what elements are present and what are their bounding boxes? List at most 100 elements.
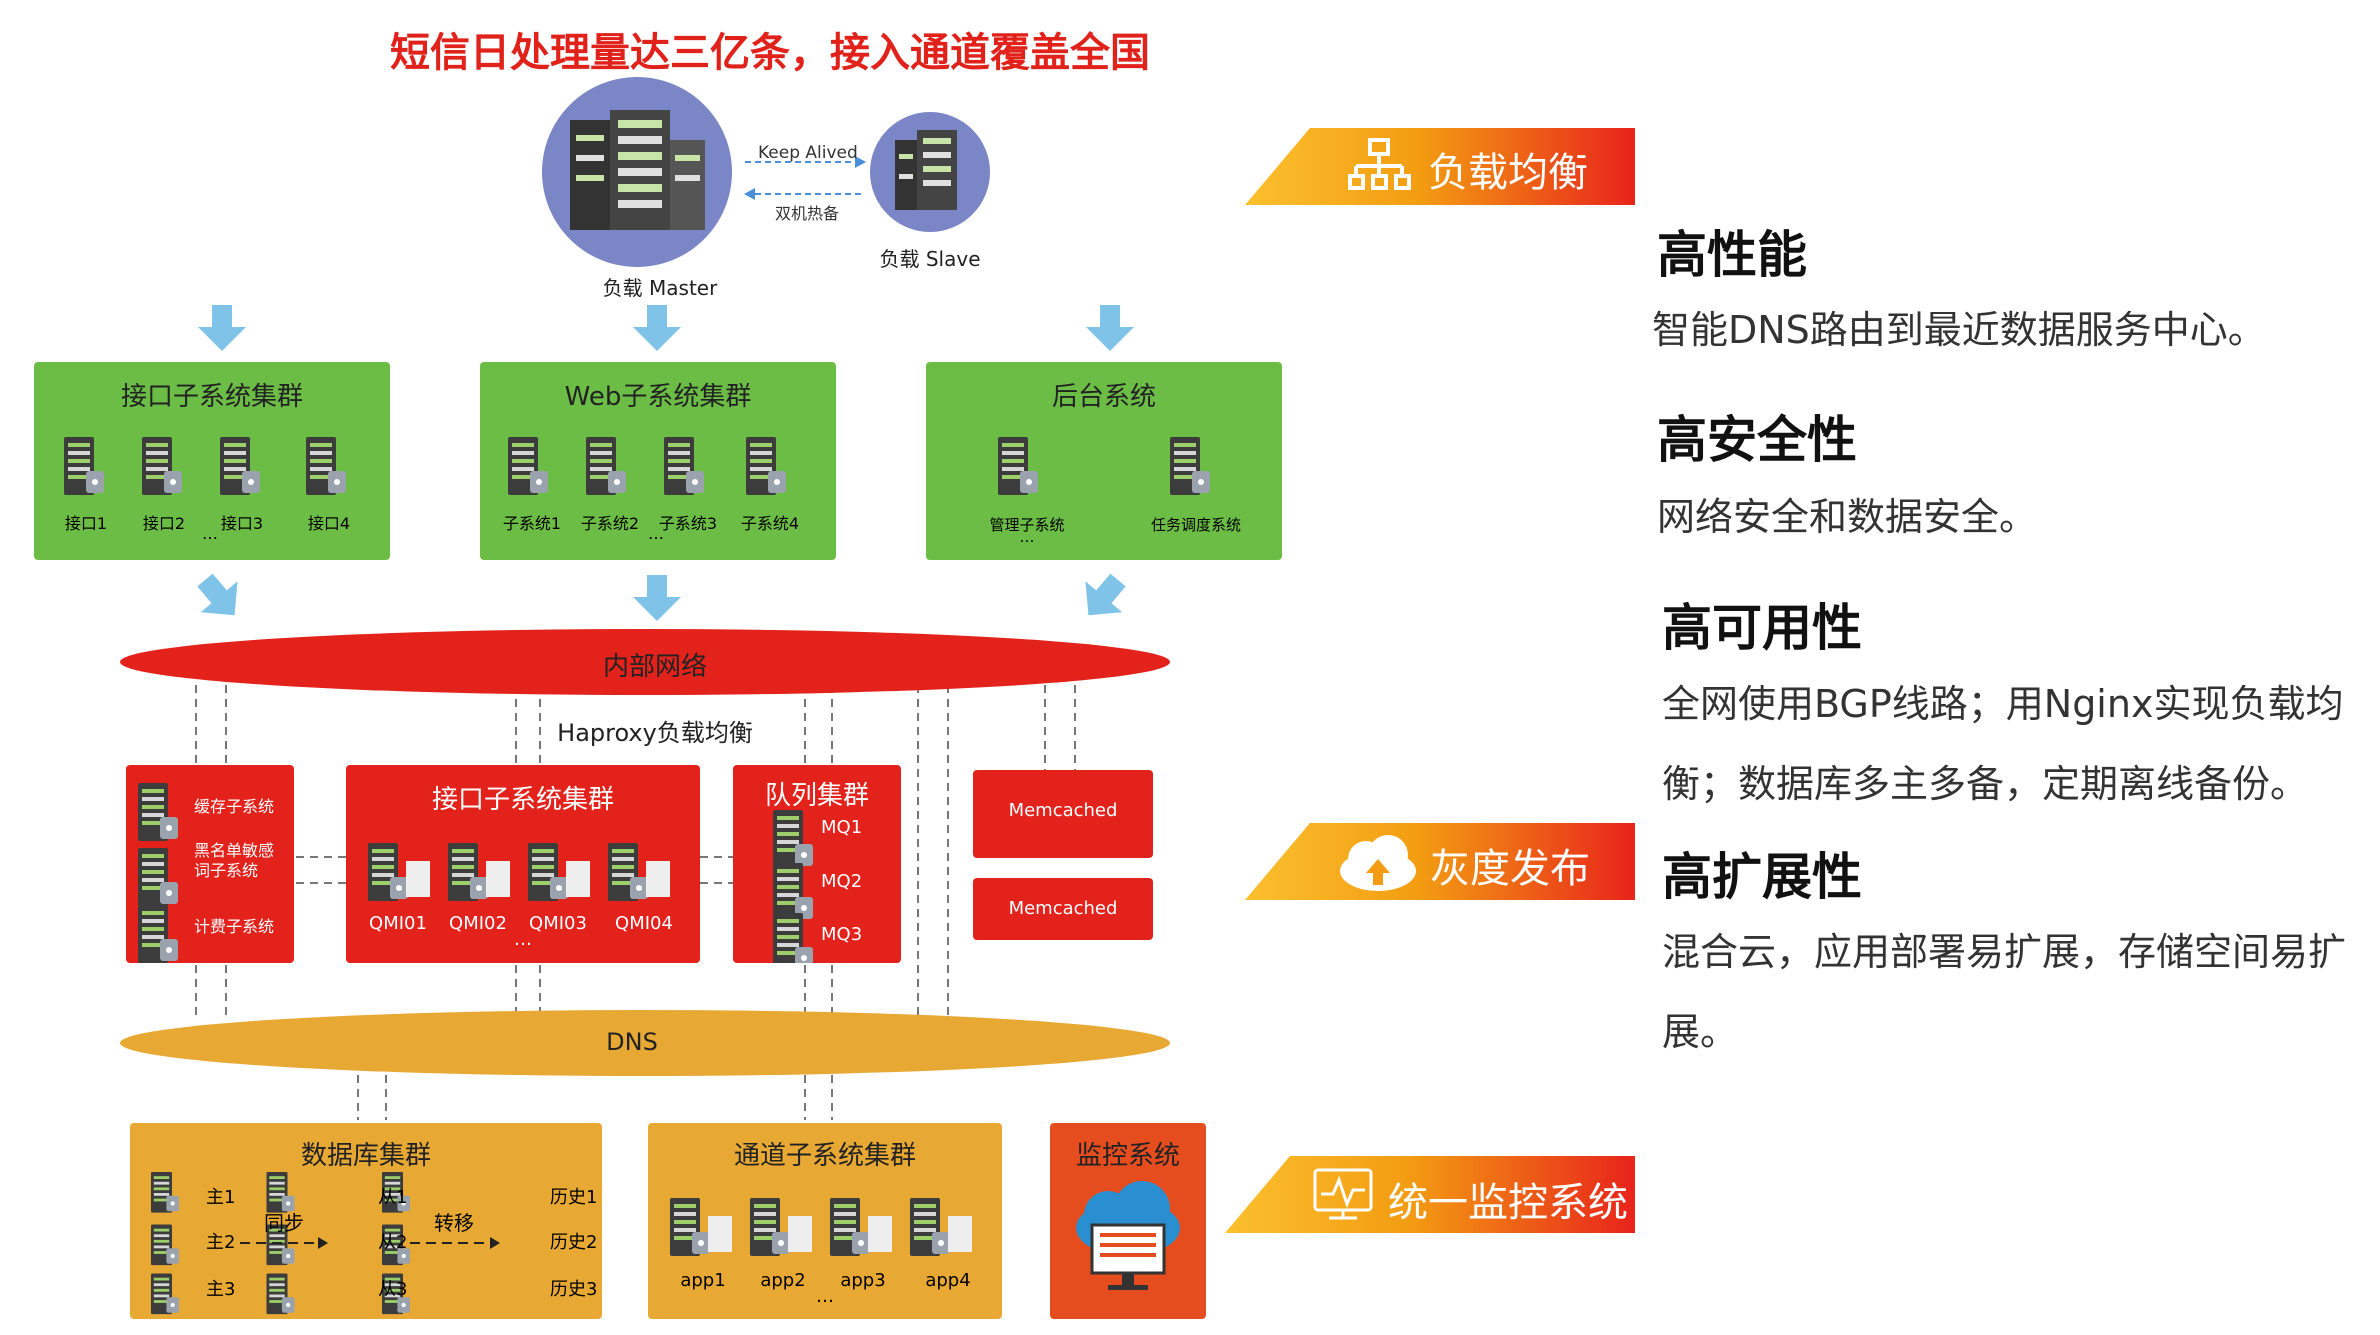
box-title: 数据库集群 (300, 1141, 432, 1171)
item-label: 主3 (206, 1279, 236, 1300)
arrow-diagonal-icon (1070, 564, 1137, 631)
sync-label: 同步 (264, 1211, 304, 1235)
interface-cluster-box: 接口子系统集群 接口1 接口2 接口3 接口4 … (34, 362, 390, 560)
item-label: 历史1 (550, 1187, 598, 1208)
item-label: 黑名单敏感 词子系统 (194, 841, 275, 880)
banner-load-balance (1245, 128, 1635, 205)
network-tree-icon (1348, 138, 1411, 190)
master-server-icon (570, 110, 705, 230)
banner-gray-release (1245, 823, 1635, 900)
item-label: 历史2 (550, 1232, 598, 1253)
item-label: 子系统2 (580, 514, 640, 533)
database-cluster-box: 数据库集群 主1 主2 主3 从1 从2 从3 历史1 历史2 历史3 同步 转… (130, 1123, 602, 1319)
arrow-down-icon (198, 305, 246, 351)
item-label: 子系统1 (502, 514, 562, 533)
slave-server-icon (895, 130, 957, 210)
item-label: QMI02 (449, 913, 507, 934)
feature-heading: 高扩展性 (1662, 848, 1862, 906)
item-label: QMI01 (369, 913, 427, 934)
arrow-down-icon (633, 305, 681, 351)
box-title: 通道子系统集群 (733, 1141, 917, 1171)
more-indicator: … (648, 524, 664, 543)
more-indicator: … (202, 524, 218, 543)
item-label: app4 (925, 1270, 971, 1291)
dns-label: DNS (606, 1028, 658, 1056)
queue-cluster-box: 队列集群 MQ1 MQ2 MQ3 (733, 765, 901, 963)
item-label: 接口4 (307, 514, 351, 533)
more-indicator: … (816, 1286, 834, 1307)
item-label: app3 (840, 1270, 886, 1291)
monitoring-system-box: 监控系统 (1050, 1123, 1206, 1319)
cloud-monitor-icon (1076, 1181, 1180, 1290)
box-title: 队列集群 (764, 781, 870, 811)
hot-standby-label: 双机热备 (775, 204, 840, 223)
box-title: 接口子系统集群 (431, 785, 615, 815)
item-label: app2 (760, 1270, 806, 1291)
haproxy-label: Haproxy负载均衡 (551, 713, 759, 748)
item-label: 管理子系统 (989, 516, 1065, 534)
support-systems-box: 缓存子系统 黑名单敏感 词子系统 计费子系统 (126, 765, 294, 963)
backend-system-box: 后台系统 管理子系统 任务调度系统 … (926, 362, 1282, 560)
item-label: QMI03 (529, 913, 587, 934)
web-cluster-box: Web子系统集群 子系统1 子系统2 子系统3 子系统4 … (480, 362, 836, 560)
item-label: 接口3 (220, 514, 264, 533)
monitor-pulse-icon (1313, 1168, 1373, 1220)
banner-label: 统一监控系统 (1388, 1180, 1628, 1226)
item-label: app1 (680, 1270, 726, 1291)
keep-alived-label: Keep Alived (758, 143, 858, 163)
dns-ellipse (120, 1010, 1170, 1076)
dashed-connectors (195, 685, 1076, 1120)
feature-text: 网络安全和数据安全。 (1657, 495, 2038, 539)
db-server-icons (151, 1172, 500, 1315)
box-title: 监控系统 (1075, 1141, 1181, 1171)
item-label: 计费子系统 (194, 917, 275, 936)
interface-cluster-2-box: 接口子系统集群 QMI01 QMI02 QMI03 QMI04 … (346, 765, 700, 963)
internal-network-ellipse (120, 629, 1170, 695)
memcached-label: Memcached (1008, 800, 1118, 821)
item-label: MQ1 (821, 817, 863, 838)
item-label: 从1 (378, 1187, 408, 1208)
feature-text: 智能DNS路由到最近数据服务中心。 (1652, 308, 2266, 352)
feature-text: 全网使用BGP线路；用Nginx实现负载均衡；数据库多主多备，定期离线备份。 (1662, 682, 2344, 806)
banner-label: 负载均衡 (1428, 150, 1588, 196)
server-group-icon (773, 810, 813, 963)
memcached-box: Memcached (973, 878, 1153, 940)
arrow-down-icon (633, 575, 681, 621)
arrow-diagonal-icon (186, 564, 253, 631)
diagram-title: 短信日处理量达三亿条，接入通道覆盖全国 (390, 30, 1150, 76)
more-indicator: … (1019, 528, 1035, 546)
banner-monitoring (1225, 1156, 1635, 1233)
feature-heading: 高安全性 (1657, 411, 1857, 469)
box-title: Web子系统集群 (564, 382, 752, 412)
item-label: QMI04 (615, 913, 673, 934)
server-group-icon (670, 1198, 972, 1256)
item-label: 子系统4 (740, 514, 800, 533)
item-label: MQ3 (821, 924, 863, 945)
banner-label: 灰度发布 (1430, 846, 1590, 892)
item-label: 从3 (378, 1279, 408, 1300)
item-label: 从2 (378, 1232, 408, 1253)
memcached-label: Memcached (1008, 898, 1118, 919)
more-indicator: … (514, 929, 532, 950)
item-label: 接口1 (64, 514, 108, 533)
master-label: 负载 Master (602, 276, 718, 300)
feature-heading: 高性能 (1657, 226, 1807, 284)
memcached-box: Memcached (973, 770, 1153, 858)
server-group-icon (368, 843, 670, 901)
item-label: 任务调度系统 (1150, 516, 1242, 534)
arrow-down-icon (1086, 305, 1134, 351)
feature-heading: 高可用性 (1662, 599, 1862, 657)
feature-text: 混合云，应用部署易扩展，存储空间易扩展。 (1662, 930, 2347, 1054)
item-label: 历史3 (550, 1279, 598, 1300)
item-label: MQ2 (821, 871, 863, 892)
item-label: 子系统3 (658, 514, 718, 533)
box-title: 接口子系统集群 (120, 382, 304, 412)
item-label: 主1 (206, 1187, 236, 1208)
slave-label: 负载 Slave (879, 247, 981, 271)
item-label: 缓存子系统 (194, 797, 275, 816)
item-label: 接口2 (142, 514, 186, 533)
channel-cluster-box: 通道子系统集群 app1 app2 app3 app4 … (648, 1123, 1002, 1319)
item-label: 主2 (206, 1232, 236, 1253)
internal-network-label: 内部网络 (602, 652, 708, 682)
